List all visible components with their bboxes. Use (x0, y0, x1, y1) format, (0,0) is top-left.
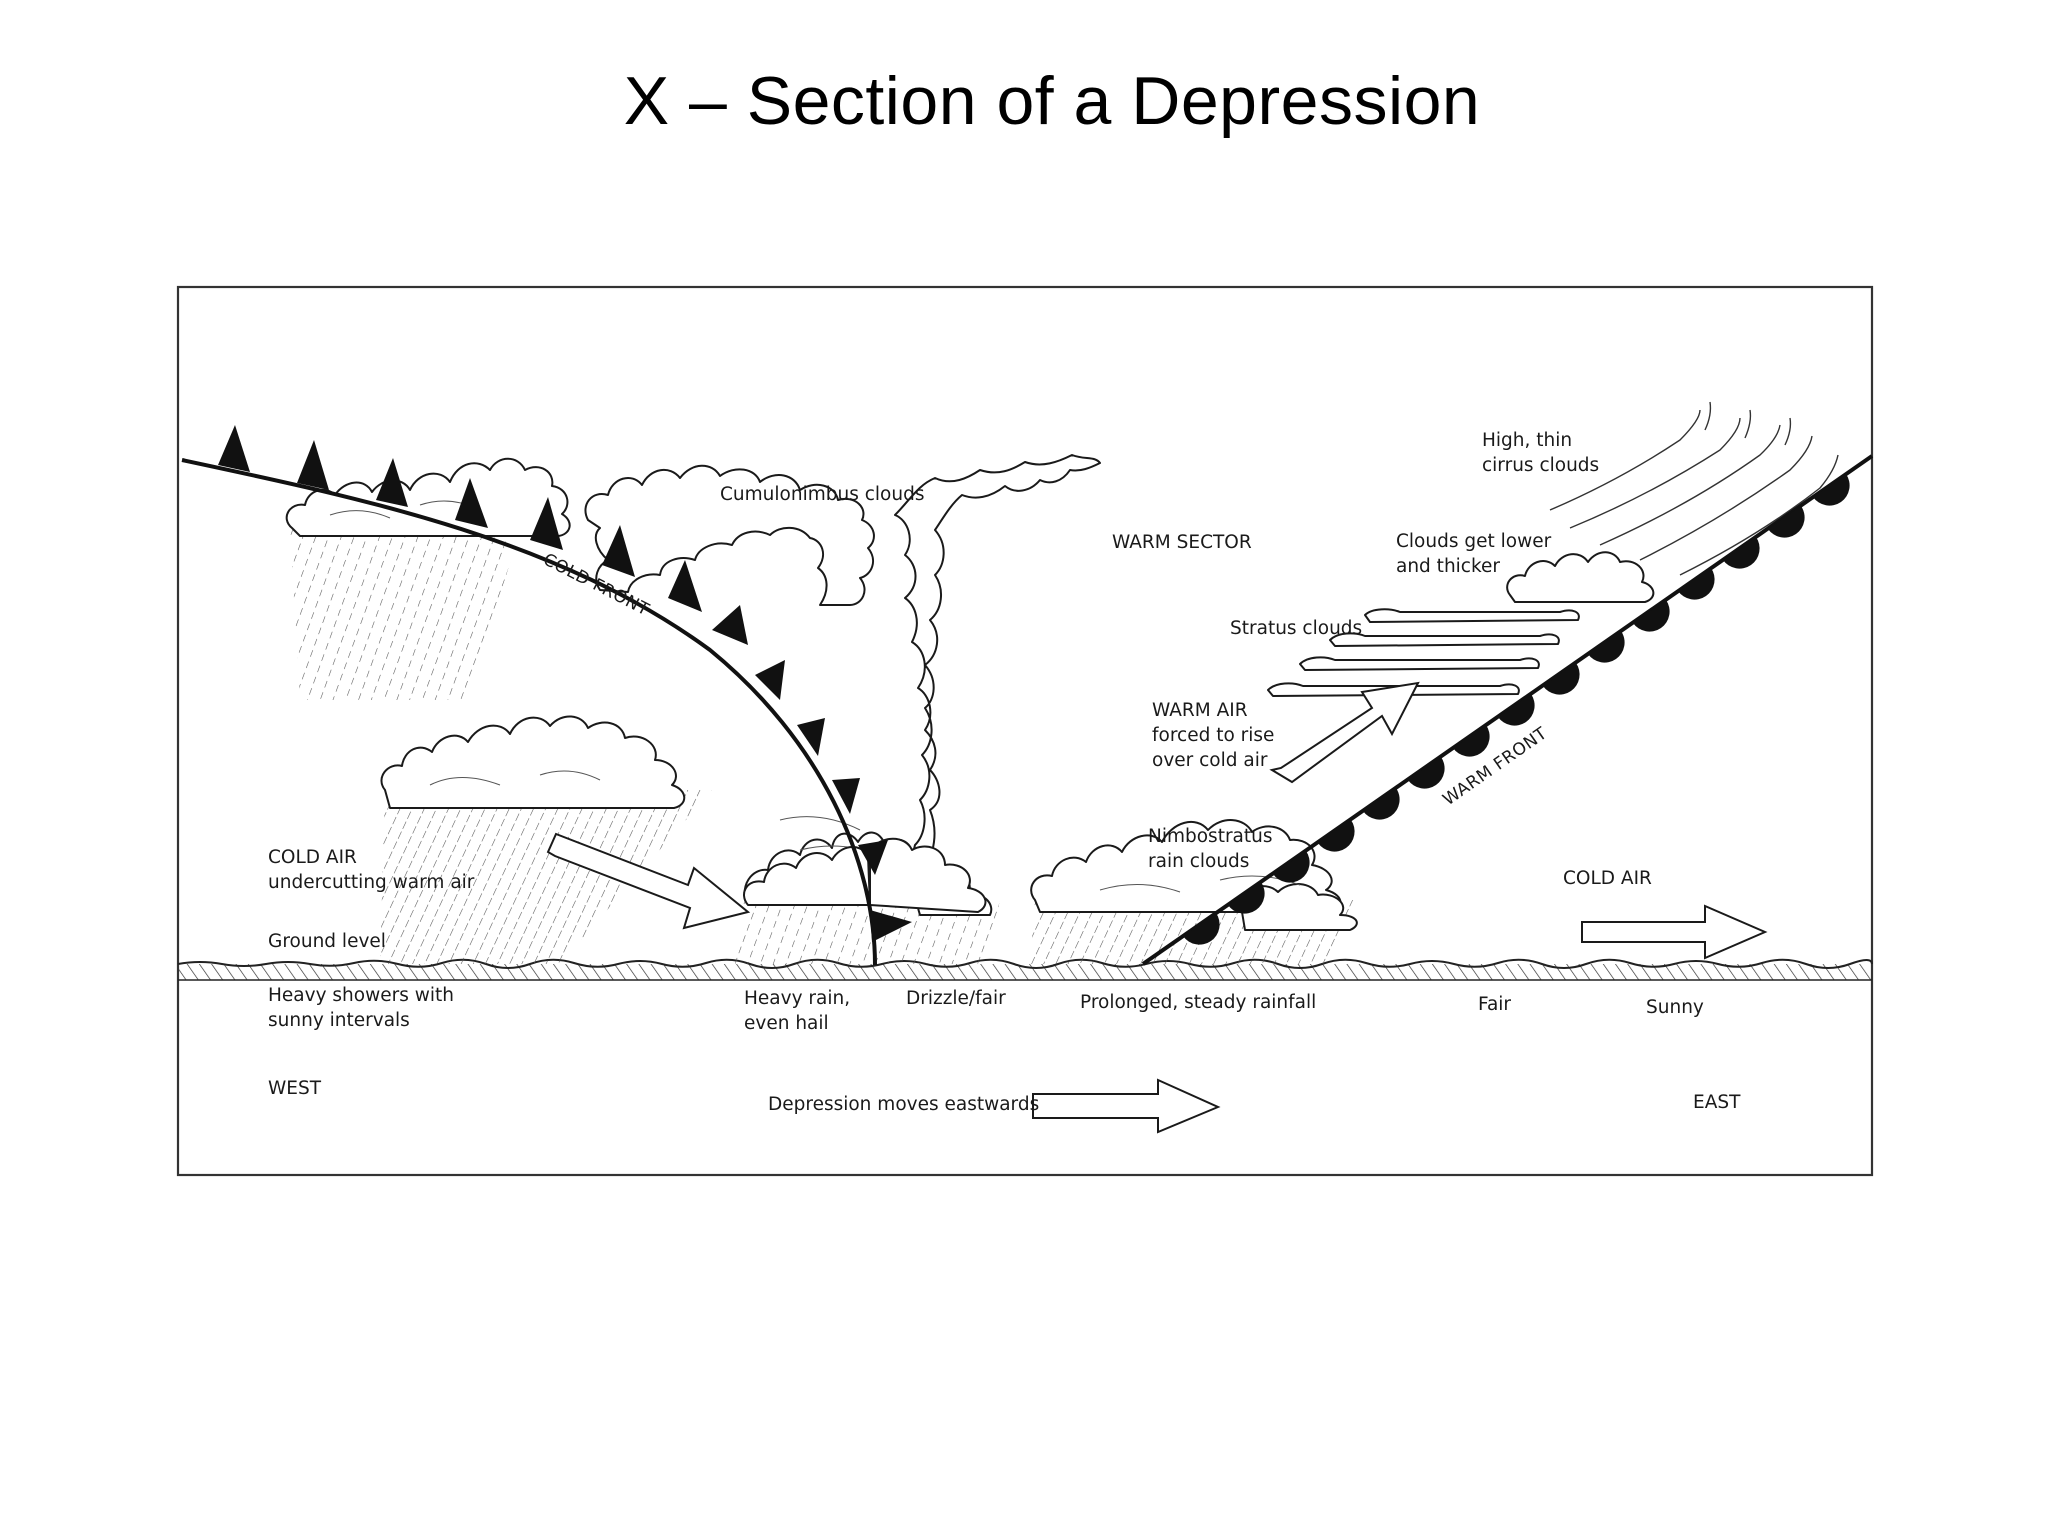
nimbostratus-label-line2: rain clouds (1148, 851, 1249, 872)
stratus-label: Stratus clouds (1230, 618, 1362, 639)
warm-front (1141, 454, 1874, 966)
cumulus-cloud-cold-front-base (743, 837, 987, 913)
drizzle-label: Drizzle/fair (906, 988, 1006, 1009)
cold-air-west-label-line2: undercutting warm air (268, 872, 475, 893)
lower-thicker-label-line1: Clouds get lower (1396, 531, 1552, 552)
sunny-label: Sunny (1646, 997, 1704, 1018)
lowering-cloud (1506, 551, 1655, 603)
cumulonimbus-label: Cumulonimbus clouds (720, 484, 924, 505)
east-label: EAST (1693, 1092, 1741, 1113)
cold-front (181, 425, 912, 966)
rain-shafts (290, 530, 1360, 964)
cirrus-clouds (1549, 401, 1839, 576)
warm-air-label-line3: over cold air (1152, 750, 1268, 771)
stratus-clouds (1267, 608, 1580, 697)
showers-label-line2: sunny intervals (268, 1010, 410, 1031)
warm-air-rise-arrow (1269, 681, 1420, 784)
heavy-rain-label-line2: even hail (744, 1013, 829, 1034)
depression-moves-east-arrow (1032, 1078, 1221, 1134)
cirrus-label-line2: cirrus clouds (1482, 455, 1599, 476)
warm-air-label-line2: forced to rise (1152, 725, 1274, 746)
prolonged-rain-label: Prolonged, steady rainfall (1080, 992, 1316, 1013)
lower-thicker-label-line2: and thicker (1396, 556, 1500, 577)
ground-surface (177, 958, 1873, 981)
diagram-frame (176, 285, 1874, 1177)
heavy-rain-label-line1: Heavy rain, (744, 988, 850, 1009)
warm-sector-label: WARM SECTOR (1112, 532, 1252, 553)
cumulus-cloud-lower-left (380, 715, 686, 809)
cold-air-west-label-line1: COLD AIR (268, 847, 357, 868)
depression-moves-label: Depression moves eastwards (768, 1094, 1039, 1115)
west-label: WEST (268, 1078, 322, 1099)
cold-air-east-label: COLD AIR (1563, 868, 1652, 889)
warm-air-label-line1: WARM AIR (1152, 700, 1248, 721)
cold-air-east-arrow (1581, 904, 1768, 960)
cold-air-undercut-arrow (546, 832, 751, 930)
slide-title: X – Section of a Depression (623, 63, 1481, 139)
cirrus-label-line1: High, thin (1482, 430, 1572, 451)
ground-level-label: Ground level (268, 931, 386, 952)
fair-label: Fair (1478, 994, 1511, 1015)
nimbostratus-label-line1: Nimbostratus (1148, 826, 1273, 847)
showers-label-line1: Heavy showers with (268, 985, 454, 1006)
